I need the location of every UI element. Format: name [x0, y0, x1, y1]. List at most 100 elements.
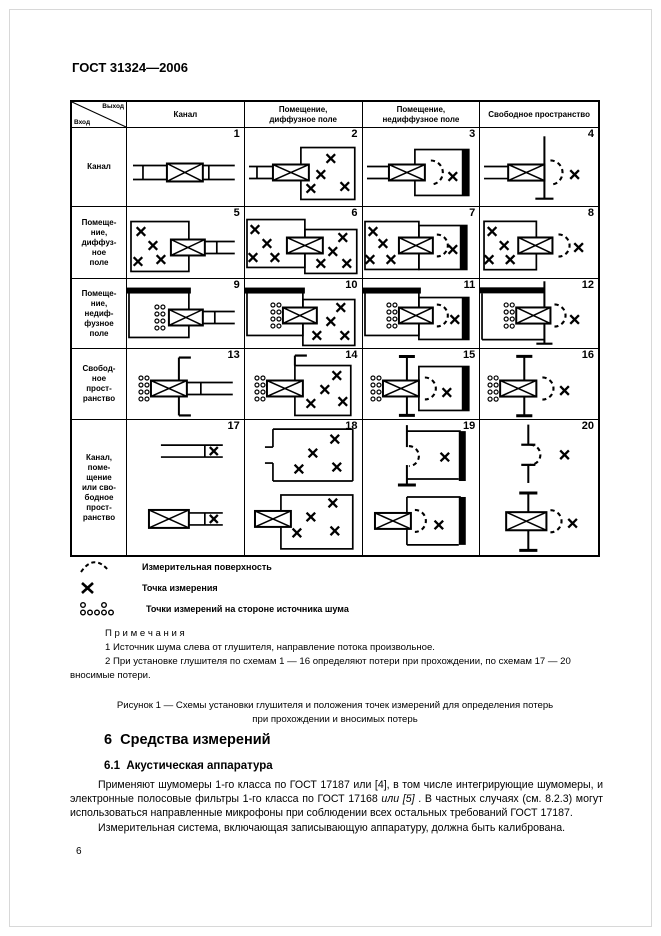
paragraph-1: Применяют шумомеры 1-го класса по ГОСТ 1… [70, 778, 603, 821]
row-header-5: Канал, поме- щение или сво- бодное прост… [72, 420, 127, 555]
diagram-cell-20: 20 [480, 420, 598, 555]
muffler-scheme-17-diagram [147, 444, 223, 529]
cell-number-5: 5 [233, 207, 240, 219]
section-subheading: 6.1 Акустическая аппаратура [104, 760, 273, 772]
doc-number: ГОСТ 31324—2006 [72, 60, 188, 75]
section-body: Применяют шумомеры 1-го класса по ГОСТ 1… [70, 778, 603, 835]
cell-number-13: 13 [227, 349, 240, 361]
cell-number-10: 10 [345, 279, 358, 291]
cell-number-1: 1 [233, 128, 240, 140]
measurement-surface-icon [78, 558, 112, 576]
muffler-scheme-8-diagram [483, 220, 585, 271]
cell-number-11: 11 [463, 279, 476, 291]
corner-diagonal-line [71, 101, 127, 128]
column-header-3: Помещение, недиффузное поле [362, 102, 481, 128]
legend-item-2: Точка измерения [78, 579, 349, 596]
cell-number-8: 8 [587, 207, 594, 219]
muffler-scheme-20-diagram [505, 424, 578, 552]
paragraph-1-italic: или [5] [381, 793, 415, 806]
muffler-scheme-16-diagram [487, 354, 570, 418]
muffler-scheme-11-diagram [362, 287, 470, 341]
diagram-cell-1: 1 [127, 128, 245, 207]
muffler-scheme-7-diagram [363, 220, 468, 271]
column-header-4: Свободное пространство [480, 102, 598, 128]
legend-item-3: Точки измерений на стороне источника шум… [78, 600, 349, 617]
measurement-surface-icon [80, 560, 110, 573]
diagram-cell-10: 10 [244, 279, 363, 349]
diagram-cell-7: 7 [362, 207, 481, 279]
muffler-scheme-5-diagram [130, 220, 235, 273]
cell-number-6: 6 [351, 207, 358, 219]
legend-label-3: Точки измерений на стороне источника шум… [146, 603, 349, 614]
corner-label-input: Вход [74, 119, 91, 126]
note-item-1: 1 Источник шума слева от глушителя, напр… [105, 641, 435, 653]
muffler-scheme-19-diagram [373, 425, 466, 546]
row-header-4: Свобод- ное прост- ранство [72, 349, 127, 420]
corner-label-output: Выход [102, 103, 124, 110]
muffler-scheme-14-diagram [254, 354, 352, 417]
cell-number-7: 7 [469, 207, 476, 219]
source-side-points-icon [78, 601, 122, 617]
cell-number-16: 16 [581, 349, 594, 361]
column-header-2: Помещение, диффузное поле [244, 102, 363, 128]
cell-number-2: 2 [351, 128, 358, 140]
muffler-scheme-9-diagram [127, 287, 235, 339]
legend-label-1: Измерительная поверхность [142, 561, 272, 572]
paragraph-2: Измерительная система, включающая записы… [98, 821, 566, 834]
muffler-scheme-15-diagram [369, 355, 470, 417]
diagram-cell-16: 16 [480, 349, 598, 420]
diagram-cell-17: 17 [127, 420, 245, 555]
cell-number-14: 14 [345, 349, 358, 361]
source-side-points-icon [80, 601, 115, 615]
column-header-1: Канал [127, 102, 245, 128]
paragraph-1-text: Применяют шумомеры 1-го класса по ГОСТ 1… [70, 779, 603, 806]
diagram-cell-19: 19 [362, 420, 481, 555]
note-item-2: 2 При установке глушителя по схемам 1 — … [70, 655, 571, 681]
muffler-scheme-6-diagram [245, 218, 358, 275]
diagram-cell-6: 6 [244, 207, 363, 279]
diagram-cell-11: 11 [362, 279, 481, 349]
cell-number-17: 17 [227, 420, 240, 432]
measurement-point-icon [78, 580, 112, 596]
diagram-cell-12: 12 [480, 279, 598, 349]
diagram-cell-13: 13 [127, 349, 245, 420]
cell-number-3: 3 [469, 128, 476, 140]
legend-item-1: Измерительная поверхность [78, 558, 349, 575]
row-header-3: Помеще- ние, недиф- фузное поле [72, 279, 127, 349]
notes-title: П р и м е ч а н и я [105, 628, 185, 639]
diagram-cell-8: 8 [480, 207, 598, 279]
muffler-scheme-1-diagram [132, 162, 235, 183]
muffler-scheme-12-diagram [480, 281, 580, 345]
diagram-cell-14: 14 [244, 349, 363, 420]
cell-number-19: 19 [463, 420, 476, 432]
diagram-cell-9: 9 [127, 279, 245, 349]
cell-number-15: 15 [463, 349, 476, 361]
muffler-scheme-13-diagram [138, 356, 233, 417]
legend-label-2: Точка измерения [142, 582, 218, 593]
diagram-cell-15: 15 [362, 349, 481, 420]
row-header-1: Канал [72, 128, 127, 207]
muffler-scheme-10-diagram [244, 287, 356, 347]
cell-number-9: 9 [233, 279, 240, 291]
muffler-scheme-4-diagram [484, 136, 580, 200]
diagram-cell-5: 5 [127, 207, 245, 279]
section-heading: 6 Средства измерений [104, 732, 271, 748]
diagram-cell-4: 4 [480, 128, 598, 207]
cell-number-12: 12 [581, 279, 594, 291]
diagram-cell-3: 3 [362, 128, 481, 207]
muffler-scheme-18-diagram [253, 428, 354, 550]
cell-number-20: 20 [581, 420, 594, 432]
cell-number-18: 18 [345, 420, 358, 432]
page-number: 6 [76, 846, 82, 857]
row-header-2: Помеще- ние, диффуз- ное поле [72, 207, 127, 279]
diagram-cell-2: 2 [244, 128, 363, 207]
cell-number-4: 4 [587, 128, 594, 140]
diagram-cell-18: 18 [244, 420, 363, 555]
measurement-point-icon [81, 581, 94, 594]
notes-block: П р и м е ч а н и я 1 Источник шума слев… [70, 627, 603, 683]
muffler-scheme-2-diagram [248, 146, 356, 201]
